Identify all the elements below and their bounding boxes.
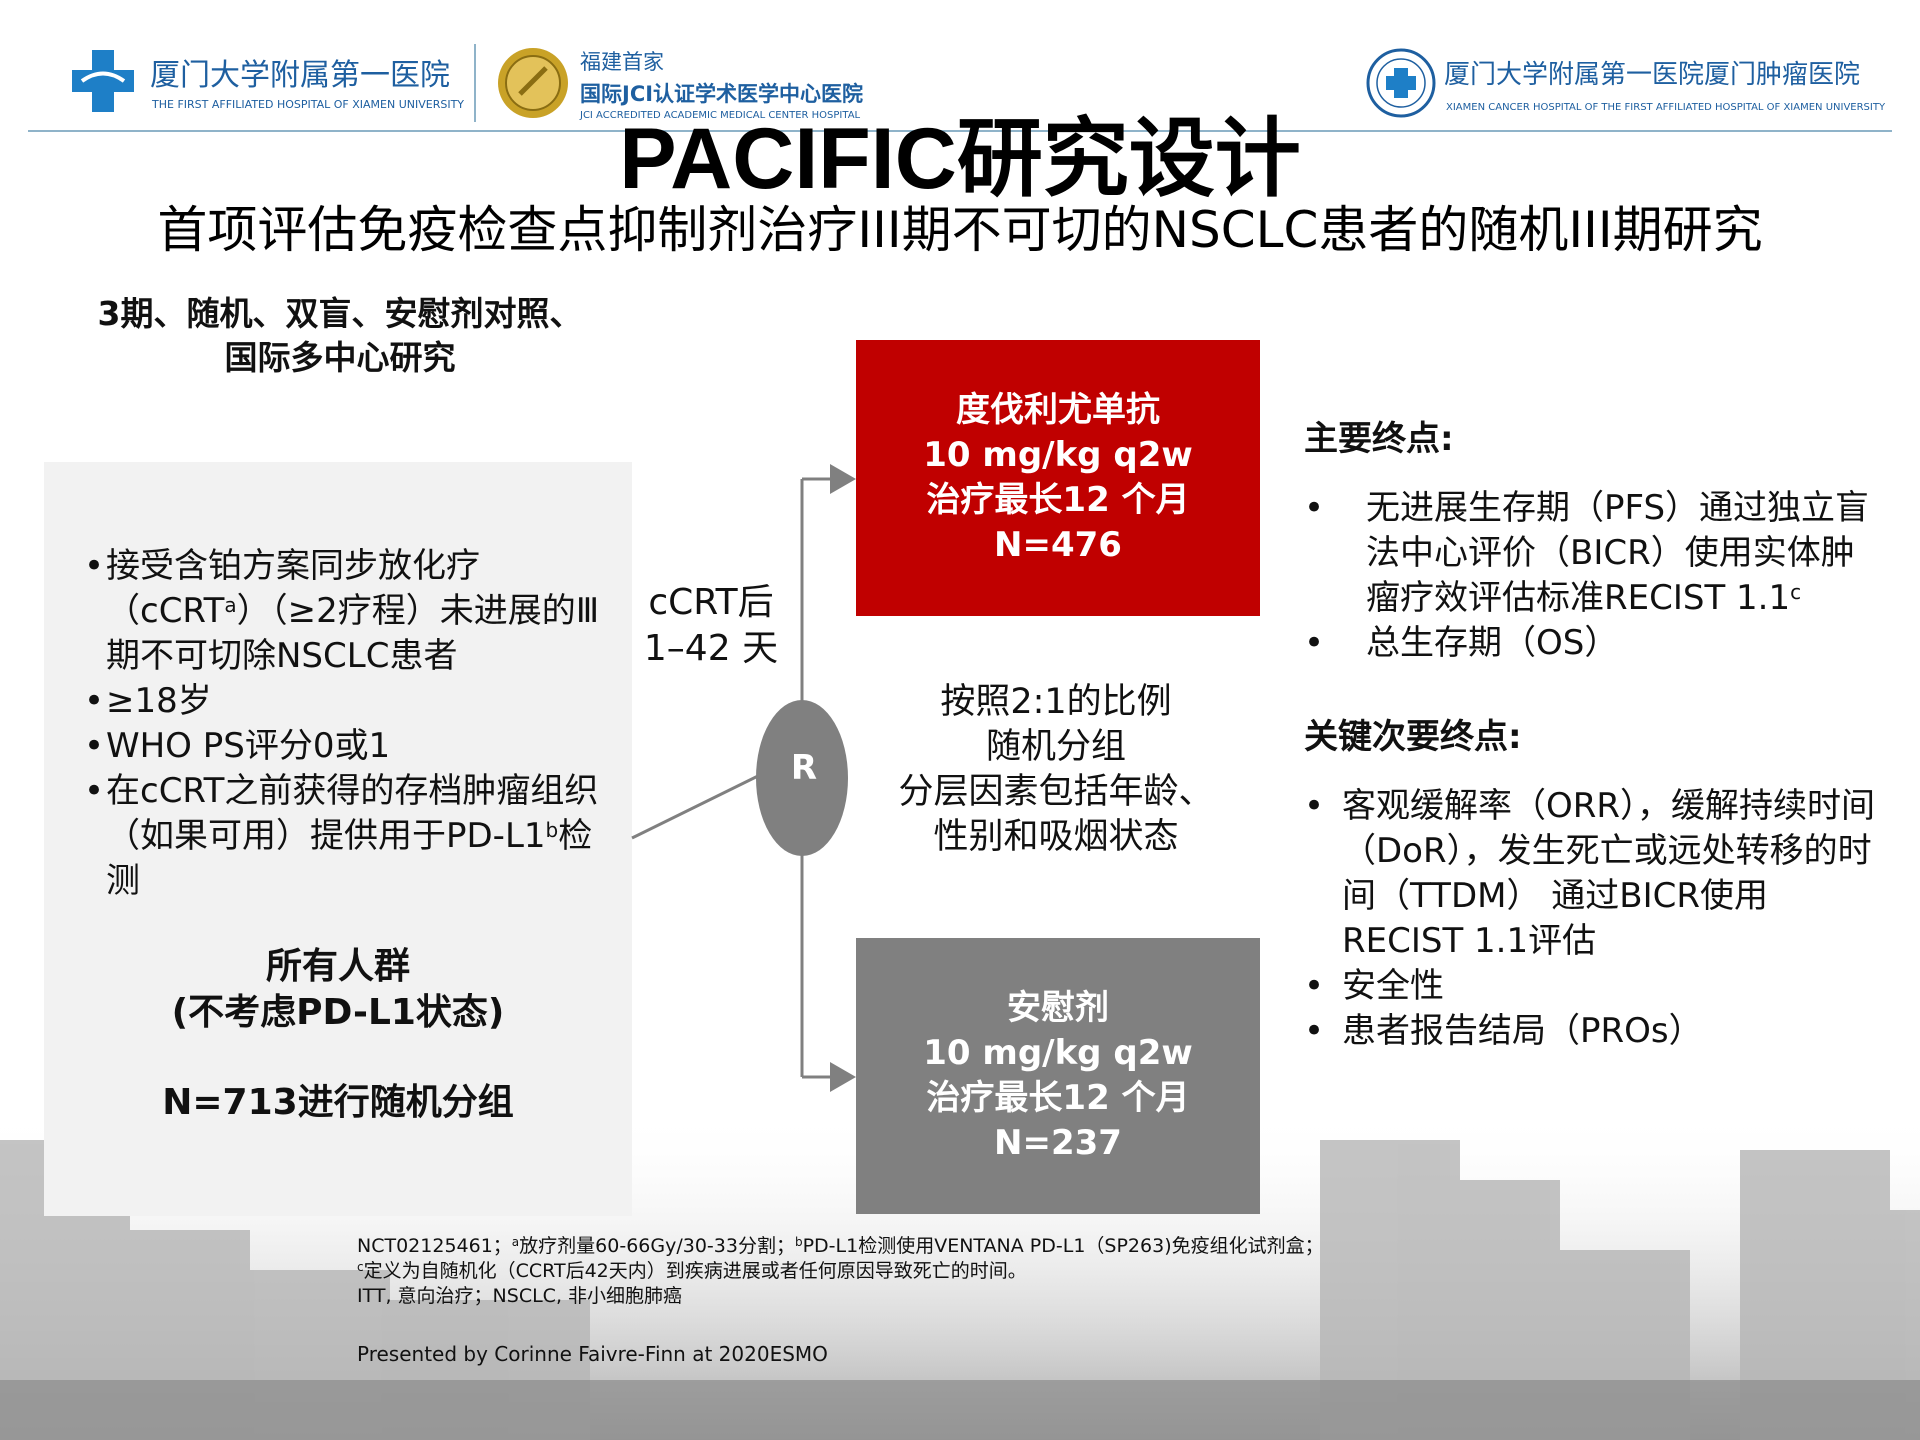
bullet-icon: •	[1304, 623, 1325, 663]
timing-line-1: cCRT后	[648, 582, 774, 623]
strat-line-2: 性别和吸烟状态	[933, 817, 1179, 857]
ratio-line-2: 随机分组	[985, 727, 1126, 767]
population-label: 所有人群	[265, 946, 410, 987]
page-subtitle: 首项评估免疫检查点抑制剂治疗III期不可切的NSCLC患者的随机III期研究	[157, 201, 1763, 259]
arm-sample-size: N=237	[994, 1123, 1122, 1163]
header-divider-line	[28, 130, 1892, 132]
logo-divider	[474, 44, 476, 122]
durvalumab-arm-box: 度伐利尤单抗 10 mg/kg q2w 治疗最长12 个月 N=476	[856, 340, 1260, 616]
randomization-description: 按照2:1的比例 随机分组 分层因素包括年龄、 性别和吸烟状态	[876, 680, 1236, 860]
jci-line-2: 国际JCI认证学术医学中心医院	[580, 82, 864, 106]
arm-drug-name: 度伐利尤单抗	[956, 390, 1160, 430]
randomized-count: N=713进行随机分组	[162, 1082, 514, 1123]
secondary-endpoint-item: •患者报告结局（PROs）	[1304, 1009, 1884, 1054]
arrow-to-durvalumab	[830, 464, 856, 494]
eligibility-list: •接受含铂方案同步放化疗（cCRTa）（≥2疗程）未进展的Ⅲ期不可切除NSCLC…	[84, 544, 624, 904]
population-summary: 所有人群 (不考虑PD-L1状态) N=713进行随机分组	[44, 944, 632, 1126]
arm-dose: 10 mg/kg q2w	[923, 1033, 1193, 1073]
secondary-endpoint-item: •安全性	[1304, 964, 1884, 1009]
footnote-line-1: NCT02125461；a放疗剂量60-66Gy/30-33分割；bPD-L1检…	[357, 1235, 1324, 1257]
timing-line-2: 1–42 天	[643, 628, 779, 669]
page-title: PACIFIC研究设计	[619, 111, 1301, 207]
arm-duration: 治疗最长12 个月	[926, 1078, 1190, 1118]
randomization-node	[756, 700, 848, 856]
bullet-icon: •	[1304, 786, 1325, 826]
footnotes: NCT02125461；a放疗剂量60-66Gy/30-33分割；bPD-L1检…	[357, 1234, 1457, 1309]
hospital-cross-icon	[72, 50, 134, 112]
design-line-2: 国际多中心研究	[224, 338, 456, 377]
eligibility-item: •≥18岁	[84, 679, 624, 724]
eligibility-item: •WHO PS评分0或1	[84, 724, 624, 769]
jci-accreditation-text: 福建首家 国际JCI认证学术医学中心医院 JCI ACCREDITED ACAD…	[580, 46, 900, 121]
eligibility-item: •在cCRT之前获得的存档肿瘤组织（如果可用）提供用于PD-L1b检测	[84, 771, 599, 901]
bullet-icon: •	[84, 681, 105, 721]
study-design-description: 3期、随机、双盲、安慰剂对照、 国际多中心研究	[50, 292, 630, 380]
left-logo-chinese-name: 厦门大学附属第一医院	[150, 58, 450, 93]
bullet-icon: •	[84, 546, 105, 586]
footnote-line-2: c定义为自随机化（CCRT后42天内）到疾病进展或者任何原因导致死亡的时间。	[357, 1260, 1027, 1282]
presented-by-credit: Presented by Corinne Faivre-Finn at 2020…	[357, 1342, 828, 1366]
eligibility-item: •接受含铂方案同步放化疗（cCRTa）（≥2疗程）未进展的Ⅲ期不可切除NSCLC…	[84, 546, 600, 676]
population-qualifier: (不考虑PD-L1状态)	[171, 992, 505, 1033]
arm-sample-size: N=476	[994, 525, 1122, 565]
bullet-icon: •	[1304, 488, 1325, 528]
right-logo-english-name: XIAMEN CANCER HOSPITAL OF THE FIRST AFFI…	[1446, 102, 1886, 113]
placebo-arm-box: 安慰剂 10 mg/kg q2w 治疗最长12 个月 N=237	[856, 938, 1260, 1214]
cancer-hospital-seal-icon	[1366, 48, 1436, 118]
arm-drug-name: 安慰剂	[1007, 988, 1109, 1028]
primary-endpoints-title: 主要终点:	[1304, 419, 1454, 459]
bullet-icon: •	[1304, 966, 1325, 1006]
right-logo-chinese-name: 厦门大学附属第一医院厦门肿瘤医院	[1444, 60, 1861, 90]
xiamen-cancer-hospital-logo: 厦门大学附属第一医院厦门肿瘤医院 XIAMEN CANCER HOSPITAL …	[1366, 48, 1886, 120]
bullet-icon: •	[84, 771, 105, 811]
arm-dose: 10 mg/kg q2w	[923, 435, 1193, 475]
secondary-endpoints-list: •客观缓解率（ORR），缓解持续时间（DoR），发生死亡或远处转移的时间（TTD…	[1304, 784, 1884, 1054]
bullet-icon: •	[84, 726, 105, 766]
strat-line-1: 分层因素包括年龄、	[898, 772, 1214, 812]
connector-box-to-r	[631, 773, 761, 840]
footnote-line-3: ITT, 意向治疗；NSCLC, 非小细胞肺癌	[357, 1285, 683, 1307]
ratio-line-1: 按照2:1的比例	[940, 682, 1172, 722]
eligibility-box: •接受含铂方案同步放化疗（cCRTa）（≥2疗程）未进展的Ⅲ期不可切除NSCLC…	[44, 462, 632, 1216]
primary-endpoint-item: •无进展生存期（PFS）通过独立盲法中心评价（BICR）使用实体肿瘤疗效评估标准…	[1304, 488, 1870, 618]
endpoints-panel: 主要终点: •无进展生存期（PFS）通过独立盲法中心评价（BICR）使用实体肿瘤…	[1304, 414, 1884, 1054]
jci-line-1: 福建首家	[580, 50, 664, 74]
secondary-endpoint-item: •客观缓解率（ORR），缓解持续时间（DoR），发生死亡或远处转移的时间（TTD…	[1304, 786, 1876, 961]
arrow-to-placebo	[830, 1062, 856, 1092]
jci-seal-icon	[498, 48, 568, 118]
left-logo-english-name: THE FIRST AFFILIATED HOSPITAL OF XIAMEN …	[152, 98, 465, 111]
randomization-timing: cCRT后 1–42 天	[636, 580, 786, 672]
design-line-1: 3期、随机、双盲、安慰剂对照、	[97, 294, 583, 333]
xiamen-first-hospital-logo: 厦门大学附属第一医院 THE FIRST AFFILIATED HOSPITAL…	[70, 46, 470, 116]
arm-duration: 治疗最长12 个月	[926, 480, 1190, 520]
secondary-endpoints-title: 关键次要终点:	[1304, 717, 1522, 757]
randomization-symbol: R	[790, 748, 818, 788]
jci-line-3: JCI ACCREDITED ACADEMIC MEDICAL CENTER H…	[580, 110, 861, 121]
bullet-icon: •	[1304, 1011, 1325, 1051]
primary-endpoints-list: •无进展生存期（PFS）通过独立盲法中心评价（BICR）使用实体肿瘤疗效评估标准…	[1304, 486, 1884, 666]
primary-endpoint-item: •总生存期（OS）	[1304, 621, 1884, 666]
